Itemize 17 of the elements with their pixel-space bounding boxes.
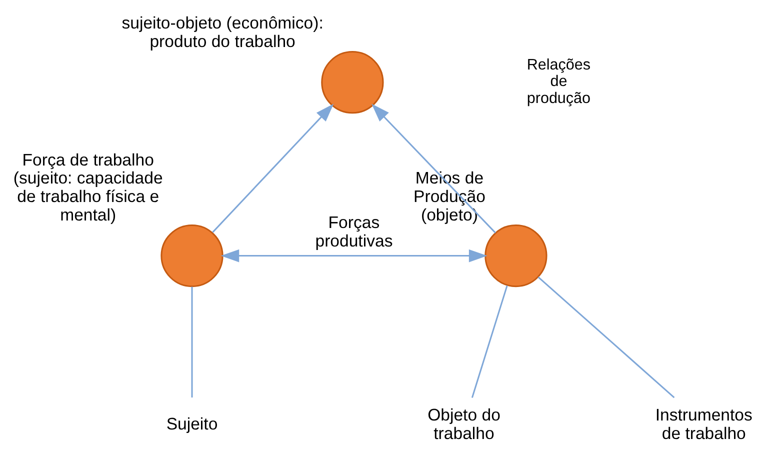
connector [191, 286, 193, 398]
arrow [220, 249, 488, 262]
node-label: Força de trabalho (sujeito: capacidade de trabalho física e mental) [13, 150, 163, 224]
node-label: Meios de Produção (objeto) [414, 168, 486, 224]
label: Relações de produção [526, 56, 591, 107]
node-text: Instrumentos de trabalho [655, 405, 752, 443]
node-text: Sujeito [166, 414, 218, 434]
arrow [212, 104, 334, 233]
edge-label: Forças produtivas [315, 212, 393, 250]
node-circle [321, 51, 384, 114]
arrow [372, 104, 496, 234]
node-text: Objeto do trabalho [428, 405, 500, 443]
connector [538, 276, 675, 398]
node-label: sujeito-objeto (econômico): produto do trabalho [122, 14, 324, 51]
node-circle [160, 224, 224, 288]
connector [471, 285, 508, 398]
node-circle [484, 224, 548, 288]
